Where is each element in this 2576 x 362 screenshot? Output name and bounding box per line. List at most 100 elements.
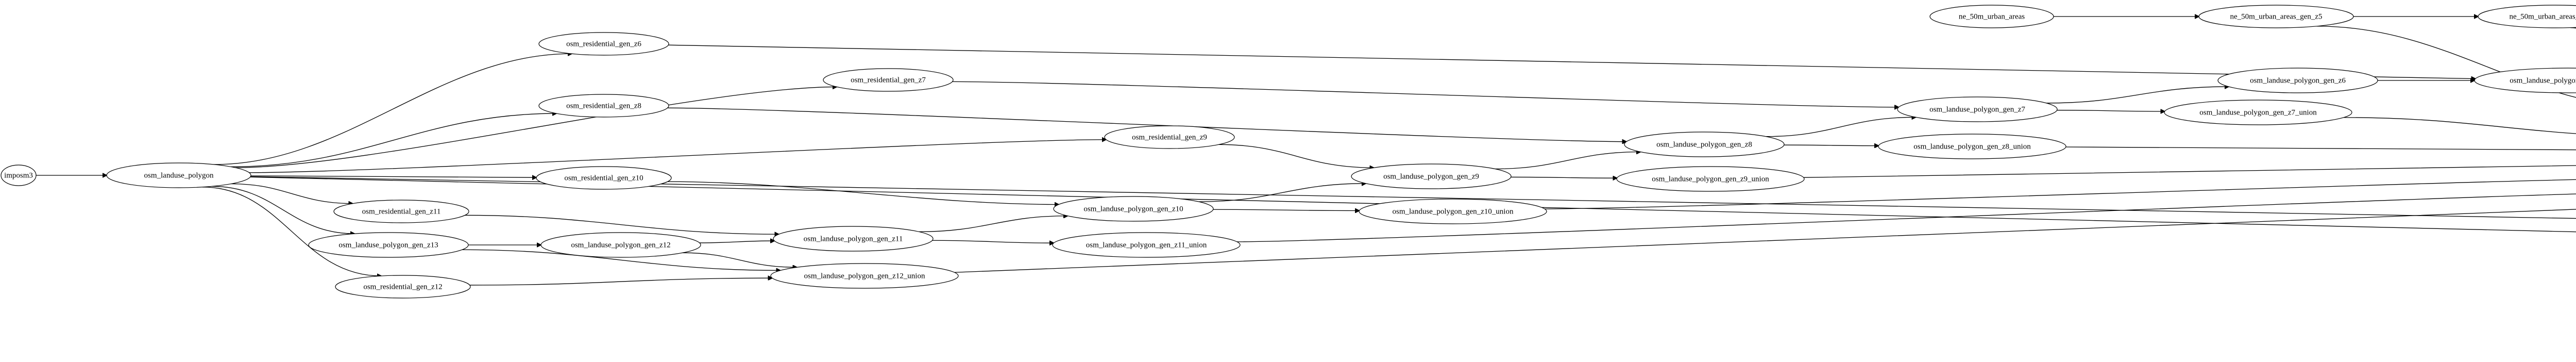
node-shape-osm_landuse_polygon_gen_z6_union: [2474, 68, 2576, 93]
node-shape-osm_landuse_polygon_gen_z9: [1351, 163, 1512, 189]
node-label-ne_50m_urban_areas: ne_50m_urban_areas: [1959, 12, 2025, 21]
edge-osm_landuse_polygon_gen_z7-to-osm_landuse_polygon_gen_z7_union: [2057, 110, 2165, 111]
node-osm_landuse_polygon_gen_z7_union[interactable]: osm_landuse_polygon_gen_z7_union: [2164, 100, 2352, 125]
node-shape-osm_landuse_polygon_gen_z6: [2217, 68, 2378, 93]
node-osm_landuse_polygon_gen_z6_union[interactable]: osm_landuse_polygon_gen_z6_union: [2474, 68, 2576, 93]
node-label-osm_residential_gen_z11: osm_residential_gen_z11: [362, 207, 441, 216]
edge-osm_landuse_polygon-to-osm_residential_gen_z11: [231, 183, 353, 203]
edge-osm_landuse_polygon_gen_z11_union-to-layer_landuse-z11: [1236, 193, 2576, 242]
node-shape-osm_landuse_polygon_gen_z12: [540, 232, 701, 258]
edge-osm_landuse_polygon-to-osm_residential_gen_z12: [202, 187, 381, 276]
node-osm_landuse_polygon_gen_z10_union[interactable]: osm_landuse_polygon_gen_z10_union: [1359, 199, 1547, 224]
node-shape-osm_residential_gen_z12: [335, 275, 471, 299]
node-label-osm_landuse_polygon_gen_z8: osm_landuse_polygon_gen_z8: [1656, 140, 1752, 149]
node-osm_landuse_polygon_gen_z12_union[interactable]: osm_landuse_polygon_gen_z12_union: [770, 263, 959, 289]
node-shape-ne_50m_urban_areas_gen_z5: [2198, 5, 2354, 28]
node-shape-osm_landuse_polygon_gen_z8: [1624, 131, 1785, 157]
node-label-osm_landuse_polygon_gen_z8_union: osm_landuse_polygon_gen_z8_union: [1913, 142, 2031, 151]
edge-osm_landuse_polygon_gen_z10-to-osm_landuse_polygon_gen_z10_union: [1213, 209, 1360, 210]
node-shape-osm_landuse_polygon_gen_z13: [308, 232, 469, 258]
node-label-osm_residential_gen_z9: osm_residential_gen_z9: [1132, 133, 1207, 141]
node-osm_residential_gen_z11[interactable]: osm_residential_gen_z11: [333, 200, 469, 223]
edge-osm_landuse_polygon-to-osm_residential_gen_z9: [249, 140, 1106, 173]
edge-ne_50m_urban_areas_gen_z5-to-layer_landuse-z5: [2316, 26, 2576, 98]
edge-osm_landuse_polygon_gen_z11-to-osm_landuse_polygon_gen_z10: [919, 216, 1068, 233]
node-label-osm_landuse_polygon_gen_z11: osm_landuse_polygon_gen_z11: [804, 235, 903, 243]
node-shape-osm_residential_gen_z7: [823, 68, 954, 92]
node-label-osm_landuse_polygon_gen_z9: osm_landuse_polygon_gen_z9: [1383, 172, 1479, 180]
node-ne_50m_urban_areas[interactable]: ne_50m_urban_areas: [1929, 5, 2054, 28]
edge-osm_landuse_polygon_gen_z10-to-osm_landuse_polygon_gen_z9: [1198, 184, 1366, 202]
node-osm_landuse_polygon_gen_z10[interactable]: osm_landuse_polygon_gen_z10: [1053, 196, 1214, 222]
node-shape-osm_landuse_polygon: [106, 162, 251, 188]
node-label-osm_residential_gen_z6: osm_residential_gen_z6: [566, 40, 641, 48]
node-label-osm_landuse_polygon_gen_z12: osm_landuse_polygon_gen_z12: [571, 241, 670, 249]
node-osm_landuse_polygon_gen_z9_union[interactable]: osm_landuse_polygon_gen_z9_union: [1616, 166, 1805, 192]
node-osm_residential_gen_z7[interactable]: osm_residential_gen_z7: [823, 68, 954, 92]
node-label-ne_50m_urban_areas_gen_z5: ne_50m_urban_areas_gen_z5: [2230, 12, 2322, 21]
node-label-osm_residential_gen_z12: osm_residential_gen_z12: [363, 283, 442, 291]
node-osm_residential_gen_z9[interactable]: osm_residential_gen_z9: [1104, 125, 1235, 149]
node-shape-osm_residential_gen_z10: [536, 166, 672, 190]
node-shape-osm_landuse_polygon_gen_z8_union: [1878, 134, 2066, 159]
node-label-osm_landuse_polygon_gen_z13: osm_landuse_polygon_gen_z13: [338, 241, 438, 249]
node-ne_50m_urban_areas_gen_z5[interactable]: ne_50m_urban_areas_gen_z5: [2198, 5, 2354, 28]
node-label-imposm3: imposm3: [4, 171, 33, 179]
node-label-osm_landuse_polygon_gen_z7_union: osm_landuse_polygon_gen_z7_union: [2199, 108, 2317, 117]
node-osm_landuse_polygon_gen_z6[interactable]: osm_landuse_polygon_gen_z6: [2217, 68, 2378, 93]
node-label-ne_50m_urban_areas_gen_z4: ne_50m_urban_areas_gen_z4: [2509, 12, 2576, 21]
node-osm_landuse_polygon_gen_z13[interactable]: osm_landuse_polygon_gen_z13: [308, 232, 469, 258]
node-shape-osm_landuse_polygon_gen_z7: [1897, 96, 2058, 122]
node-label-osm_landuse_polygon_gen_z7: osm_landuse_polygon_gen_z7: [1929, 105, 2025, 113]
node-shape-osm_residential_gen_z6: [538, 32, 669, 56]
node-label-osm_residential_gen_z7: osm_residential_gen_z7: [851, 76, 926, 84]
node-osm_landuse_polygon[interactable]: osm_landuse_polygon: [106, 162, 251, 188]
node-imposm3[interactable]: imposm3: [1, 164, 37, 186]
node-label-osm_landuse_polygon_gen_z6: osm_landuse_polygon_gen_z6: [2250, 76, 2346, 85]
edge-osm_landuse_polygon-to-osm_landuse_polygon_gen_z13: [212, 186, 354, 234]
node-label-osm_landuse_polygon_gen_z10: osm_landuse_polygon_gen_z10: [1083, 205, 1183, 213]
node-label-osm_landuse_polygon_gen_z9_union: osm_landuse_polygon_gen_z9_union: [1652, 175, 1769, 183]
edge-osm_landuse_polygon-to-osm_residential_gen_z8: [231, 113, 556, 168]
node-label-osm_residential_gen_z10: osm_residential_gen_z10: [564, 174, 643, 182]
node-shape-ne_50m_urban_areas: [1929, 5, 2054, 28]
node-ne_50m_urban_areas_gen_z4[interactable]: ne_50m_urban_areas_gen_z4: [2478, 5, 2576, 28]
edge-osm_landuse_polygon_gen_z13-to-osm_landuse_polygon_gen_z12_union: [462, 249, 781, 270]
node-osm_residential_gen_z12[interactable]: osm_residential_gen_z12: [335, 275, 471, 299]
node-osm_landuse_polygon_gen_z8[interactable]: osm_landuse_polygon_gen_z8: [1624, 131, 1785, 157]
node-osm_landuse_polygon_gen_z12[interactable]: osm_landuse_polygon_gen_z12: [540, 232, 701, 258]
node-osm_landuse_polygon_gen_z8_union[interactable]: osm_landuse_polygon_gen_z8_union: [1878, 134, 2066, 159]
node-shape-ne_50m_urban_areas_gen_z4: [2478, 5, 2576, 28]
node-label-osm_residential_gen_z8: osm_residential_gen_z8: [566, 102, 641, 110]
node-shape-osm_residential_gen_z8: [538, 94, 669, 118]
node-shape-osm_landuse_polygon_gen_z10: [1053, 196, 1214, 222]
edge-osm_residential_gen_z7-to-osm_landuse_polygon_gen_z7: [952, 81, 1899, 107]
edge-osm_landuse_polygon_gen_z9-to-osm_landuse_polygon_gen_z8: [1495, 152, 1641, 170]
edge-osm_landuse_polygon_gen_z8_union-to-layer_landuse-z8: [2065, 146, 2576, 151]
edge-osm_landuse_polygon-to-osm_residential_gen_z7: [235, 87, 837, 168]
node-shape-osm_landuse_polygon_gen_z10_union: [1359, 199, 1547, 224]
node-osm_residential_gen_z10[interactable]: osm_residential_gen_z10: [536, 166, 672, 190]
edge-osm_landuse_polygon-to-osm_residential_gen_z6: [213, 54, 572, 165]
node-shape-imposm3: [1, 164, 37, 186]
edge-osm_landuse_polygon_gen_z9_union-to-layer_landuse-z9: [1803, 164, 2576, 178]
node-shape-osm_residential_gen_z9: [1104, 125, 1235, 149]
edge-osm_landuse_polygon_gen_z10_union-to-layer_landuse-z10: [1545, 179, 2576, 209]
edge-osm_landuse_polygon_gen_z12-to-osm_landuse_polygon_gen_z11: [699, 241, 774, 243]
node-label-osm_landuse_polygon_gen_z12_union: osm_landuse_polygon_gen_z12_union: [804, 272, 925, 280]
node-osm_landuse_polygon_gen_z11[interactable]: osm_landuse_polygon_gen_z11: [773, 226, 934, 252]
edge-osm_landuse_polygon_gen_z8-to-osm_landuse_polygon_gen_z7: [1766, 117, 1916, 137]
edge-osm_residential_gen_z9-to-osm_landuse_polygon_gen_z9: [1218, 144, 1374, 168]
edge-osm_landuse_polygon-to-osm_residential_gen_z10: [250, 176, 536, 177]
node-shape-osm_landuse_polygon_gen_z9_union: [1616, 166, 1805, 192]
node-osm_residential_gen_z6[interactable]: osm_residential_gen_z6: [538, 32, 669, 56]
node-osm_landuse_polygon_gen_z7[interactable]: osm_landuse_polygon_gen_z7: [1897, 96, 2058, 122]
node-osm_landuse_polygon_gen_z11_union[interactable]: osm_landuse_polygon_gen_z11_union: [1052, 232, 1241, 258]
node-osm_residential_gen_z8[interactable]: osm_residential_gen_z8: [538, 94, 669, 118]
edge-osm_residential_gen_z12-to-osm_landuse_polygon_gen_z12_union: [469, 278, 772, 286]
edge-osm_residential_gen_z10-to-osm_landuse_polygon_gen_z10: [667, 181, 1059, 204]
node-osm_landuse_polygon_gen_z9[interactable]: osm_landuse_polygon_gen_z9: [1351, 163, 1512, 189]
node-shape-osm_landuse_polygon_gen_z11: [773, 226, 934, 252]
